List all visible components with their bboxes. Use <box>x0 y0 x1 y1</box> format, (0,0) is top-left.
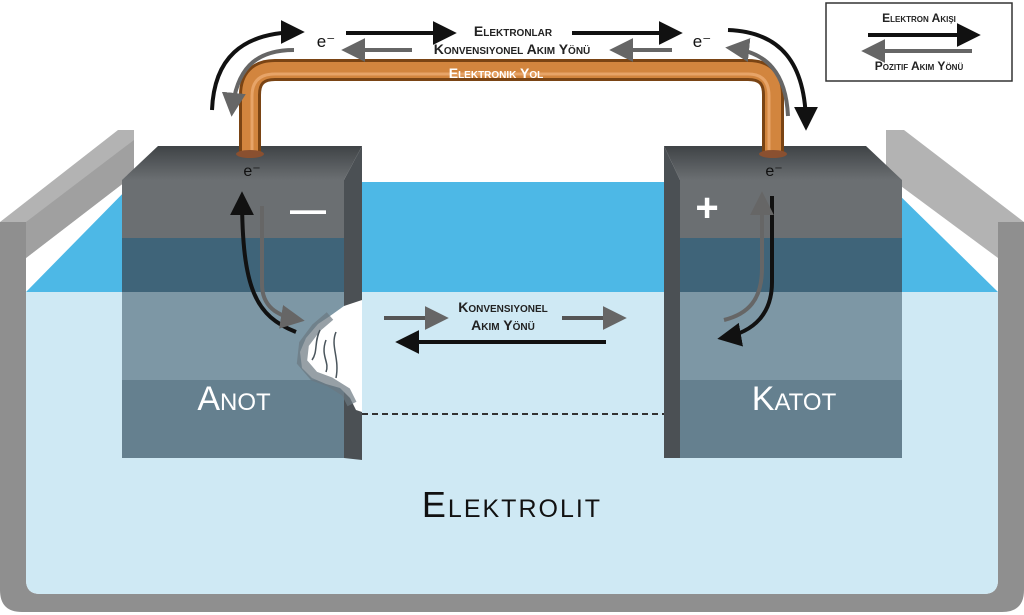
legend-electron-flow-label: Elektron Akışı <box>882 11 956 25</box>
cathode-flow-arrows <box>717 191 774 347</box>
anode-flow-arrows <box>230 191 305 334</box>
cathode-electron-arrow <box>717 196 774 347</box>
electron-symbol-top-left: e⁻ <box>317 32 335 51</box>
electronic-path-label: Elektronik Yol <box>449 65 544 81</box>
top-flow-arrows <box>210 20 818 131</box>
conventional-current-top-label: Konvensiyonel Akım Yönü <box>434 41 591 57</box>
current-arc-left <box>221 48 295 117</box>
electrolyte-container <box>0 130 1024 612</box>
anode-current-arrow <box>260 206 305 329</box>
legend-box: Elektron Akışı Pozitif Akım Yönü <box>825 2 1013 82</box>
conventional-current-middle-line1: Konvensiyonel <box>458 299 548 315</box>
electron-symbol-anode: e⁻ <box>243 163 260 180</box>
electronic-path-wire <box>236 59 787 158</box>
electron-symbol-top-right: e⁻ <box>693 32 711 51</box>
electrolyte-label: Elektrolit <box>422 484 602 525</box>
legend-positive-current-label: Pozitif Akım Yönü <box>875 59 964 73</box>
conventional-current-middle-line2: Akım Yönü <box>471 317 535 333</box>
electron-arc-left <box>210 20 305 111</box>
anode-electrode <box>122 146 362 460</box>
electrolyte-flow-arrows <box>384 306 627 354</box>
electron-arc-right <box>727 28 818 131</box>
cathode-electrode <box>664 146 902 458</box>
electron-symbol-cathode: e⁻ <box>765 163 782 180</box>
anode-negative-sign: — <box>290 189 326 230</box>
cathode-positive-sign: + <box>695 186 718 230</box>
cathode-label: Katot <box>752 380 837 418</box>
current-arc-right <box>725 38 790 117</box>
anode-label: Anot <box>197 380 271 418</box>
cathode-current-arrow <box>723 191 774 322</box>
electrons-label: Elektronlar <box>474 23 553 39</box>
